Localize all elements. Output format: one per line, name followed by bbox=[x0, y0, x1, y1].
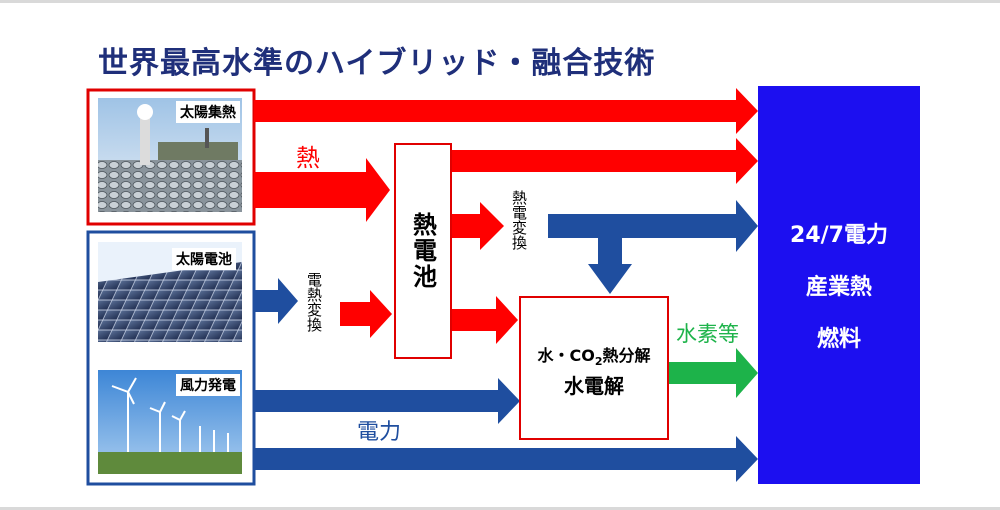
electricity-label: 電力 bbox=[357, 420, 402, 445]
electrolysis-suffix: 熱分解 bbox=[602, 346, 651, 365]
heat-label: 熱 bbox=[296, 144, 320, 172]
electrolysis-title: 水電解 bbox=[564, 374, 624, 398]
hydrogen-arrow bbox=[665, 348, 758, 398]
electrolysis-node: 水・CO2熱分解 水電解 bbox=[519, 296, 669, 440]
output-node: 24/7電力 産業熱 燃料 bbox=[758, 86, 920, 484]
co2-subscript: 2 bbox=[594, 355, 603, 369]
output-fuel: 燃料 bbox=[816, 327, 861, 352]
heat-arrow-to-battery bbox=[254, 158, 390, 222]
electrothermal-label: 電熱変換 bbox=[305, 272, 323, 332]
output-industrial-heat: 産業熱 bbox=[805, 275, 872, 300]
solar-thermal-label: 太陽集熱 bbox=[176, 101, 240, 123]
solar-thermal-photo bbox=[98, 98, 242, 212]
heat-arrows bbox=[254, 88, 758, 344]
hydrogen-label: 水素等 bbox=[676, 322, 739, 346]
electric-arrows bbox=[254, 200, 758, 482]
electric-arrow-wind-to-electrolysis bbox=[254, 378, 520, 424]
heat-arrow-solar-to-output bbox=[254, 88, 758, 134]
electrolysis-prefix: 水・CO bbox=[537, 346, 595, 365]
top-border bbox=[0, 0, 1000, 3]
thermal-battery-node: 熱電池 bbox=[394, 143, 452, 359]
bottom-border bbox=[0, 507, 1000, 510]
solar-pv-label: 太陽電池 bbox=[172, 248, 236, 270]
thermal-battery-label: 熱電池 bbox=[408, 212, 437, 290]
heat-arrow-battery-to-electrolysis bbox=[448, 296, 518, 344]
electric-arrow-thermoelectric-to-output bbox=[548, 200, 758, 252]
output-power: 24/7電力 bbox=[790, 223, 888, 248]
electric-arrow-down-to-electrolysis bbox=[588, 238, 632, 294]
page-title: 世界最高水準のハイブリッド・融合技術 bbox=[98, 46, 656, 81]
heat-arrow-electrothermal-to-battery bbox=[340, 290, 392, 338]
electrolysis-subtitle: 水・CO2熱分解 bbox=[521, 342, 667, 368]
thermoelectric-label: 熱電変換 bbox=[510, 190, 528, 250]
electric-arrow-pv-to-electrothermal bbox=[254, 278, 298, 324]
electric-arrow-to-output bbox=[254, 436, 758, 482]
wind-farm-photo bbox=[98, 370, 242, 474]
heat-arrow-to-thermoelectric bbox=[448, 202, 504, 250]
heat-arrow-battery-to-output bbox=[448, 138, 758, 184]
wind-label: 風力発電 bbox=[176, 374, 240, 396]
